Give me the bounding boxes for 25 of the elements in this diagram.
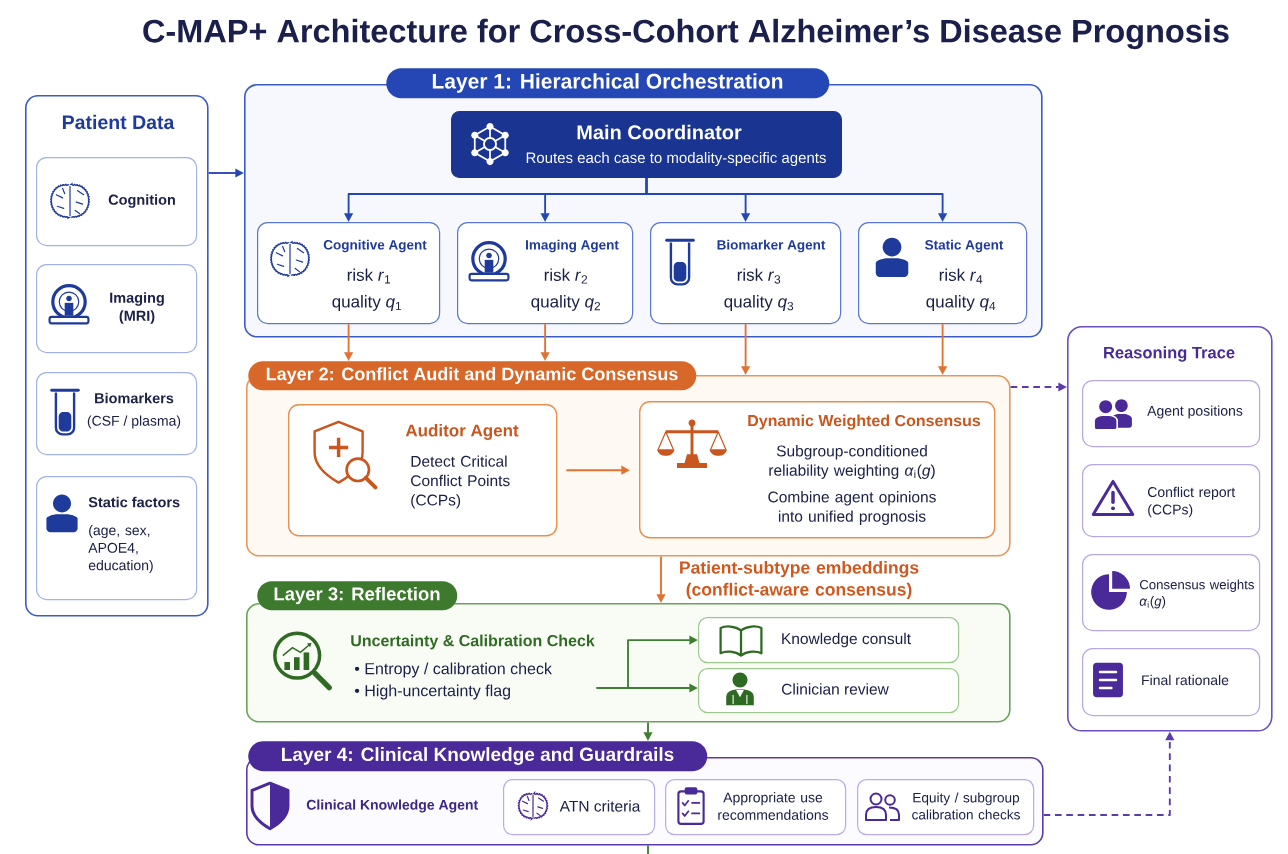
trace-card: Conflict report (CCPs): [1082, 464, 1261, 538]
agent-card: Cognitive Agent risk r$_{1}$ quality q$_{1}$: [257, 222, 441, 325]
data-card: Static factors (age, sex, APOE4, education): [36, 476, 198, 601]
node-label: Layer 3: Reflection: [274, 586, 440, 605]
agent-card: Biomarker Agent risk r$_{3}$ quality q$_{3}$: [650, 222, 842, 325]
criteria-box: ATN criteria: [503, 779, 656, 836]
action-box: Knowledge consult: [698, 617, 960, 664]
trace-card: Consensus weights α$_{i}$(g): [1082, 554, 1261, 632]
action-box: Clinician review: [698, 668, 960, 714]
data-card: Cognition: [36, 157, 198, 247]
trace-card: Final rationale: [1082, 648, 1261, 717]
title: C-MAP+ Architecture for Cross-Cohort Alzheimer’s Disease Prognosis: [143, 18, 1229, 50]
agent-label: Clinical Knowledge Agent: [306, 799, 478, 813]
criteria-box: Equity / subgroup calibration checks: [857, 779, 1035, 836]
process-box: Dynamic Weighted Consensus Subgroup-conditioned reliability weighting α$_{i}$(g) Combine agent opinions into unified prognosis: [639, 401, 996, 539]
agent-card: Imaging Agent risk r$_{2}$ quality q$_{2}$: [457, 222, 634, 325]
process-box: Auditor Agent Detect Critical Conflict Points (CCPs): [288, 404, 558, 537]
agent-card: Static Agent risk r$_{4}$ quality q$_{4}$: [858, 222, 1028, 325]
data-card: Biomarkers (CSF / plasma): [36, 372, 198, 456]
check-text: Uncertainty & Calibration Check • Entropy / calibration check • High-uncertainty flag: [351, 634, 595, 700]
connector-line: [647, 844, 649, 854]
data-card: Imaging (MRI): [36, 264, 198, 354]
trace-card: Agent positions: [1082, 380, 1261, 448]
coordinator-box: Main Coordinator Routes each case to modality-specific agents: [451, 111, 842, 178]
criteria-box: Appropriate use recommendations: [665, 779, 847, 836]
